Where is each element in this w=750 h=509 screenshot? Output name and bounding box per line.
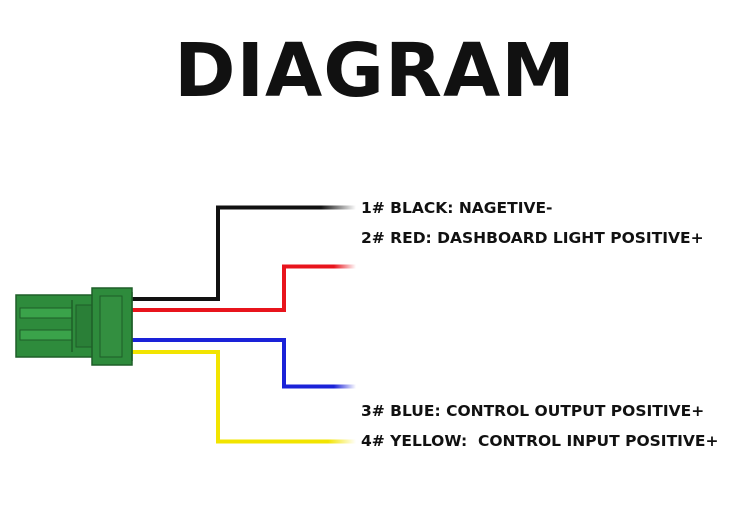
wire-yellow (128, 348, 356, 444)
wire-black (128, 205, 356, 303)
wire-blue (128, 336, 356, 389)
wire-red (128, 264, 356, 314)
label-red-wire: 2# RED: DASHBOARD LIGHT POSITIVE+ (361, 229, 704, 247)
label-blue-wire: 3# BLUE: CONTROL OUTPUT POSITIVE+ (361, 402, 704, 420)
connector (15, 287, 133, 366)
label-black-wire: 1# BLACK: NAGETIVE- (361, 199, 552, 217)
label-yellow-wire: 4# YELLOW: CONTROL INPUT POSITIVE+ (361, 432, 718, 450)
page-title: DIAGRAM (174, 28, 576, 114)
